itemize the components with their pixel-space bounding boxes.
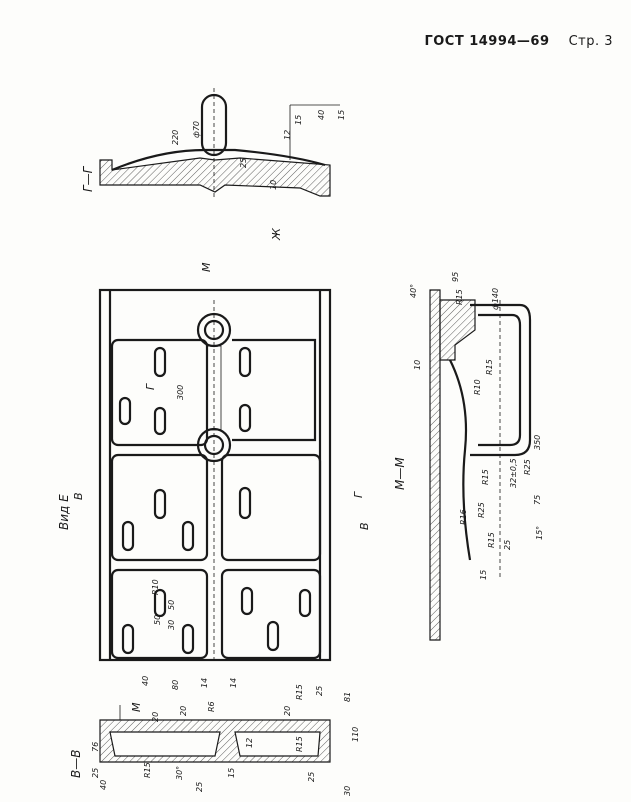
- dim-25-vv-d: 25: [315, 686, 324, 696]
- dim-50b: 50: [167, 600, 176, 610]
- dim-r15-a: R15: [455, 289, 464, 305]
- slot-holes: [118, 346, 312, 655]
- dim-10-mm: 10: [413, 360, 422, 370]
- dim-15-vv: 15: [227, 768, 236, 778]
- dim-12: 12: [283, 130, 292, 140]
- dim-80: 80: [171, 680, 180, 690]
- dim-32-tol: 32±0,5: [509, 458, 518, 488]
- marker-v-right: В: [358, 522, 371, 530]
- dim-20-vv-a: 20: [151, 712, 160, 722]
- dim-30-vv: 30: [343, 786, 352, 796]
- view-e-label: Вид Е: [57, 494, 71, 530]
- page-header: ГОСТ 14994—69 Стр. 3: [424, 34, 613, 49]
- dim-r25-b: R25: [477, 502, 486, 518]
- dim-12-vv: 12: [245, 738, 254, 748]
- dim-14b: 14: [229, 678, 238, 688]
- marker-m-bottom: М: [130, 702, 143, 712]
- dim-30deg: 30°: [175, 766, 184, 780]
- dim-r15-vv-c: R15: [295, 684, 304, 700]
- dim-15b: 15: [337, 110, 346, 120]
- marker-v-left: В: [72, 492, 85, 500]
- dim-20-vv-c: 20: [283, 706, 292, 716]
- dim-r25-a: R25: [523, 459, 532, 475]
- marker-g-left: Г: [144, 383, 157, 390]
- dim-r10-mm: R10: [473, 379, 482, 395]
- dim-350: 350: [533, 435, 542, 450]
- dim-110: 110: [351, 727, 360, 742]
- marker-g-right: Г: [352, 491, 365, 498]
- dim-15a: 15: [294, 115, 303, 125]
- dim-14a: 14: [200, 678, 209, 688]
- dim-40: 40: [317, 110, 326, 120]
- dim-r15-b: R15: [485, 359, 494, 375]
- dim-95: 95: [451, 272, 460, 282]
- dim-76: 76: [91, 742, 100, 752]
- page-number: Стр. 3: [568, 34, 613, 49]
- dim-40deg: 40°: [409, 284, 418, 298]
- section-label-v-v: В—В: [69, 750, 83, 778]
- dim-10: 10: [269, 180, 278, 190]
- section-v-v: В—В 76 25 40 20 R15 30° 25 15 R6 20 12 2…: [69, 684, 360, 796]
- dim-r16: R16: [459, 509, 468, 525]
- marker-m-top: М: [200, 262, 213, 272]
- standard-number: ГОСТ 14994—69: [424, 34, 550, 49]
- dim-25-vv-a: 25: [91, 768, 100, 778]
- dim-r15-vv-a: R15: [143, 762, 152, 778]
- dim-25-vv-c: 25: [307, 772, 316, 782]
- dim-25-mm: 25: [503, 540, 512, 550]
- dim-f140: ф140: [491, 288, 500, 310]
- dim-220: 220: [171, 130, 180, 145]
- label-zh: Ж: [270, 227, 283, 241]
- section-m-m: 95 40° R15 ф140 10 R15 R10 350 32±0,5 R2…: [393, 272, 544, 641]
- section-label-g-g: Г—Г: [81, 165, 95, 192]
- dim-15deg: 15°: [535, 526, 544, 540]
- dim-r10: R10: [151, 579, 160, 595]
- dim-f70: ф70: [192, 121, 201, 138]
- dim-50a: 50: [153, 615, 162, 625]
- dim-81: 81: [343, 692, 352, 702]
- plan-view: 300 R10 50 30 50 40 80 14 14 М М В В Г Г…: [57, 262, 371, 712]
- dim-15-mm: 15: [479, 570, 488, 580]
- dim-r15-vv-b: R15: [295, 736, 304, 752]
- dim-r15-d: R15: [487, 532, 496, 548]
- dim-r15-c: R15: [481, 469, 490, 485]
- dim-25: 25: [239, 158, 248, 168]
- section-label-m-m: М—М: [393, 457, 407, 490]
- dim-300: 300: [176, 385, 185, 400]
- dim-30: 30: [167, 620, 176, 630]
- dim-r6: R6: [207, 701, 216, 712]
- dim-40-plan: 40: [141, 676, 150, 686]
- dim-75: 75: [533, 495, 542, 505]
- dim-40-vv: 40: [99, 780, 108, 790]
- dim-25-vv-b: 25: [195, 782, 204, 792]
- section-g-g: 220 ф70 25 10 12 15 40 15 Г—Г Ж: [81, 88, 346, 241]
- dim-20-vv-b: 20: [179, 706, 188, 716]
